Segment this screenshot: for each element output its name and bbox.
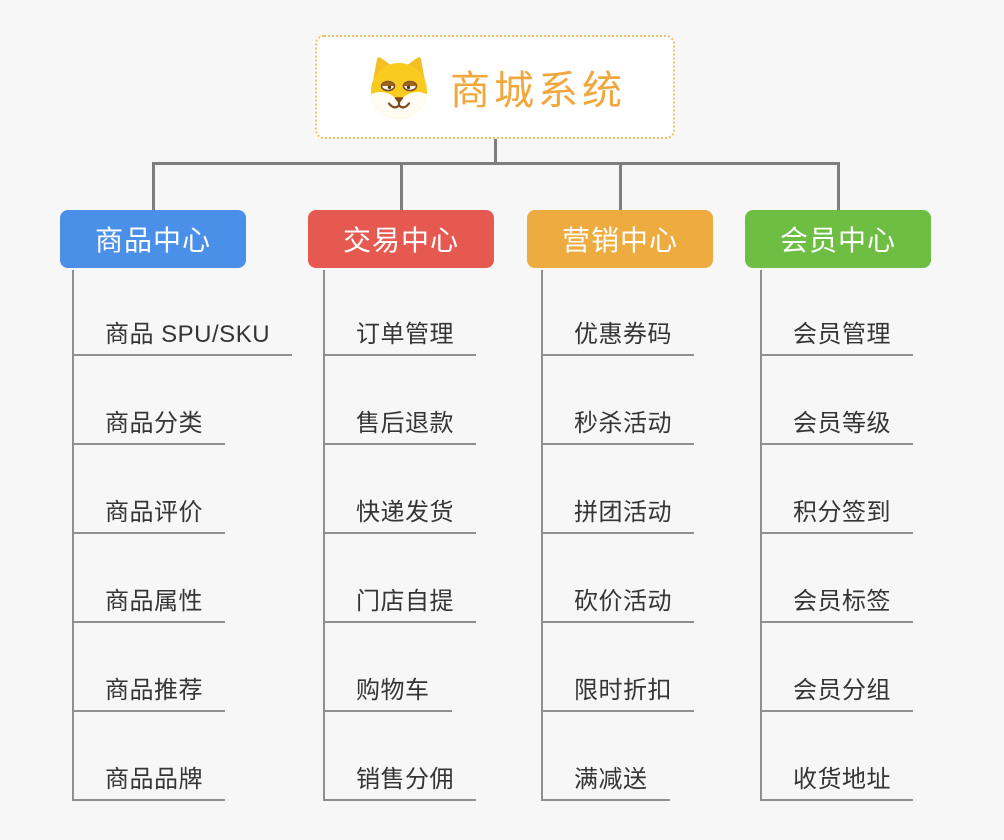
leaf-item[interactable]: 商品分类 <box>72 409 225 445</box>
leaf-item[interactable]: 拼团活动 <box>541 498 694 534</box>
leaf-item[interactable]: 商品属性 <box>72 587 225 623</box>
leaf-item[interactable]: 砍价活动 <box>541 587 694 623</box>
leaf-item[interactable]: 商品品牌 <box>72 765 225 801</box>
leaf-item[interactable]: 商品推荐 <box>72 676 225 712</box>
leaf-item[interactable]: 会员管理 <box>760 320 913 356</box>
branch-box[interactable]: 会员中心 <box>745 210 931 268</box>
leaf-item[interactable]: 限时折扣 <box>541 676 694 712</box>
leaf-trunk-line <box>760 270 762 801</box>
shiba-dog-icon <box>371 57 427 119</box>
branch-drop-line <box>399 162 403 210</box>
branch-drop-line <box>151 162 155 210</box>
branch-drop-line <box>618 162 622 210</box>
leaf-item[interactable]: 订单管理 <box>323 320 476 356</box>
branch-box[interactable]: 营销中心 <box>527 210 713 268</box>
root-stem-line <box>493 139 497 165</box>
leaf-item[interactable]: 售后退款 <box>323 409 476 445</box>
leaf-item[interactable]: 门店自提 <box>323 587 476 623</box>
branch-drop-line <box>836 162 840 210</box>
leaf-item[interactable]: 商品 SPU/SKU <box>72 320 293 356</box>
leaf-item[interactable]: 优惠券码 <box>541 320 694 356</box>
leaf-item[interactable]: 商品评价 <box>72 498 225 534</box>
leaf-item[interactable]: 满减送 <box>541 765 670 801</box>
leaf-trunk-line <box>323 270 325 801</box>
leaf-item[interactable]: 会员标签 <box>760 587 913 623</box>
leaf-item[interactable]: 快递发货 <box>323 498 476 534</box>
leaf-item[interactable]: 收货地址 <box>760 765 913 801</box>
root-title: 商城系统 <box>450 69 626 113</box>
leaf-item[interactable]: 购物车 <box>323 676 452 712</box>
branch-bus-line <box>151 162 840 165</box>
leaf-trunk-line <box>72 270 74 801</box>
root-node[interactable]: 商城系统 <box>315 35 675 139</box>
leaf-item[interactable]: 会员等级 <box>760 409 913 445</box>
branch-box[interactable]: 商品中心 <box>60 210 246 268</box>
leaf-item[interactable]: 秒杀活动 <box>541 409 694 445</box>
leaf-trunk-line <box>541 270 543 801</box>
leaf-item[interactable]: 销售分佣 <box>323 765 476 801</box>
branch-box[interactable]: 交易中心 <box>308 210 494 268</box>
leaf-item[interactable]: 积分签到 <box>760 498 913 534</box>
leaf-item[interactable]: 会员分组 <box>760 676 913 712</box>
